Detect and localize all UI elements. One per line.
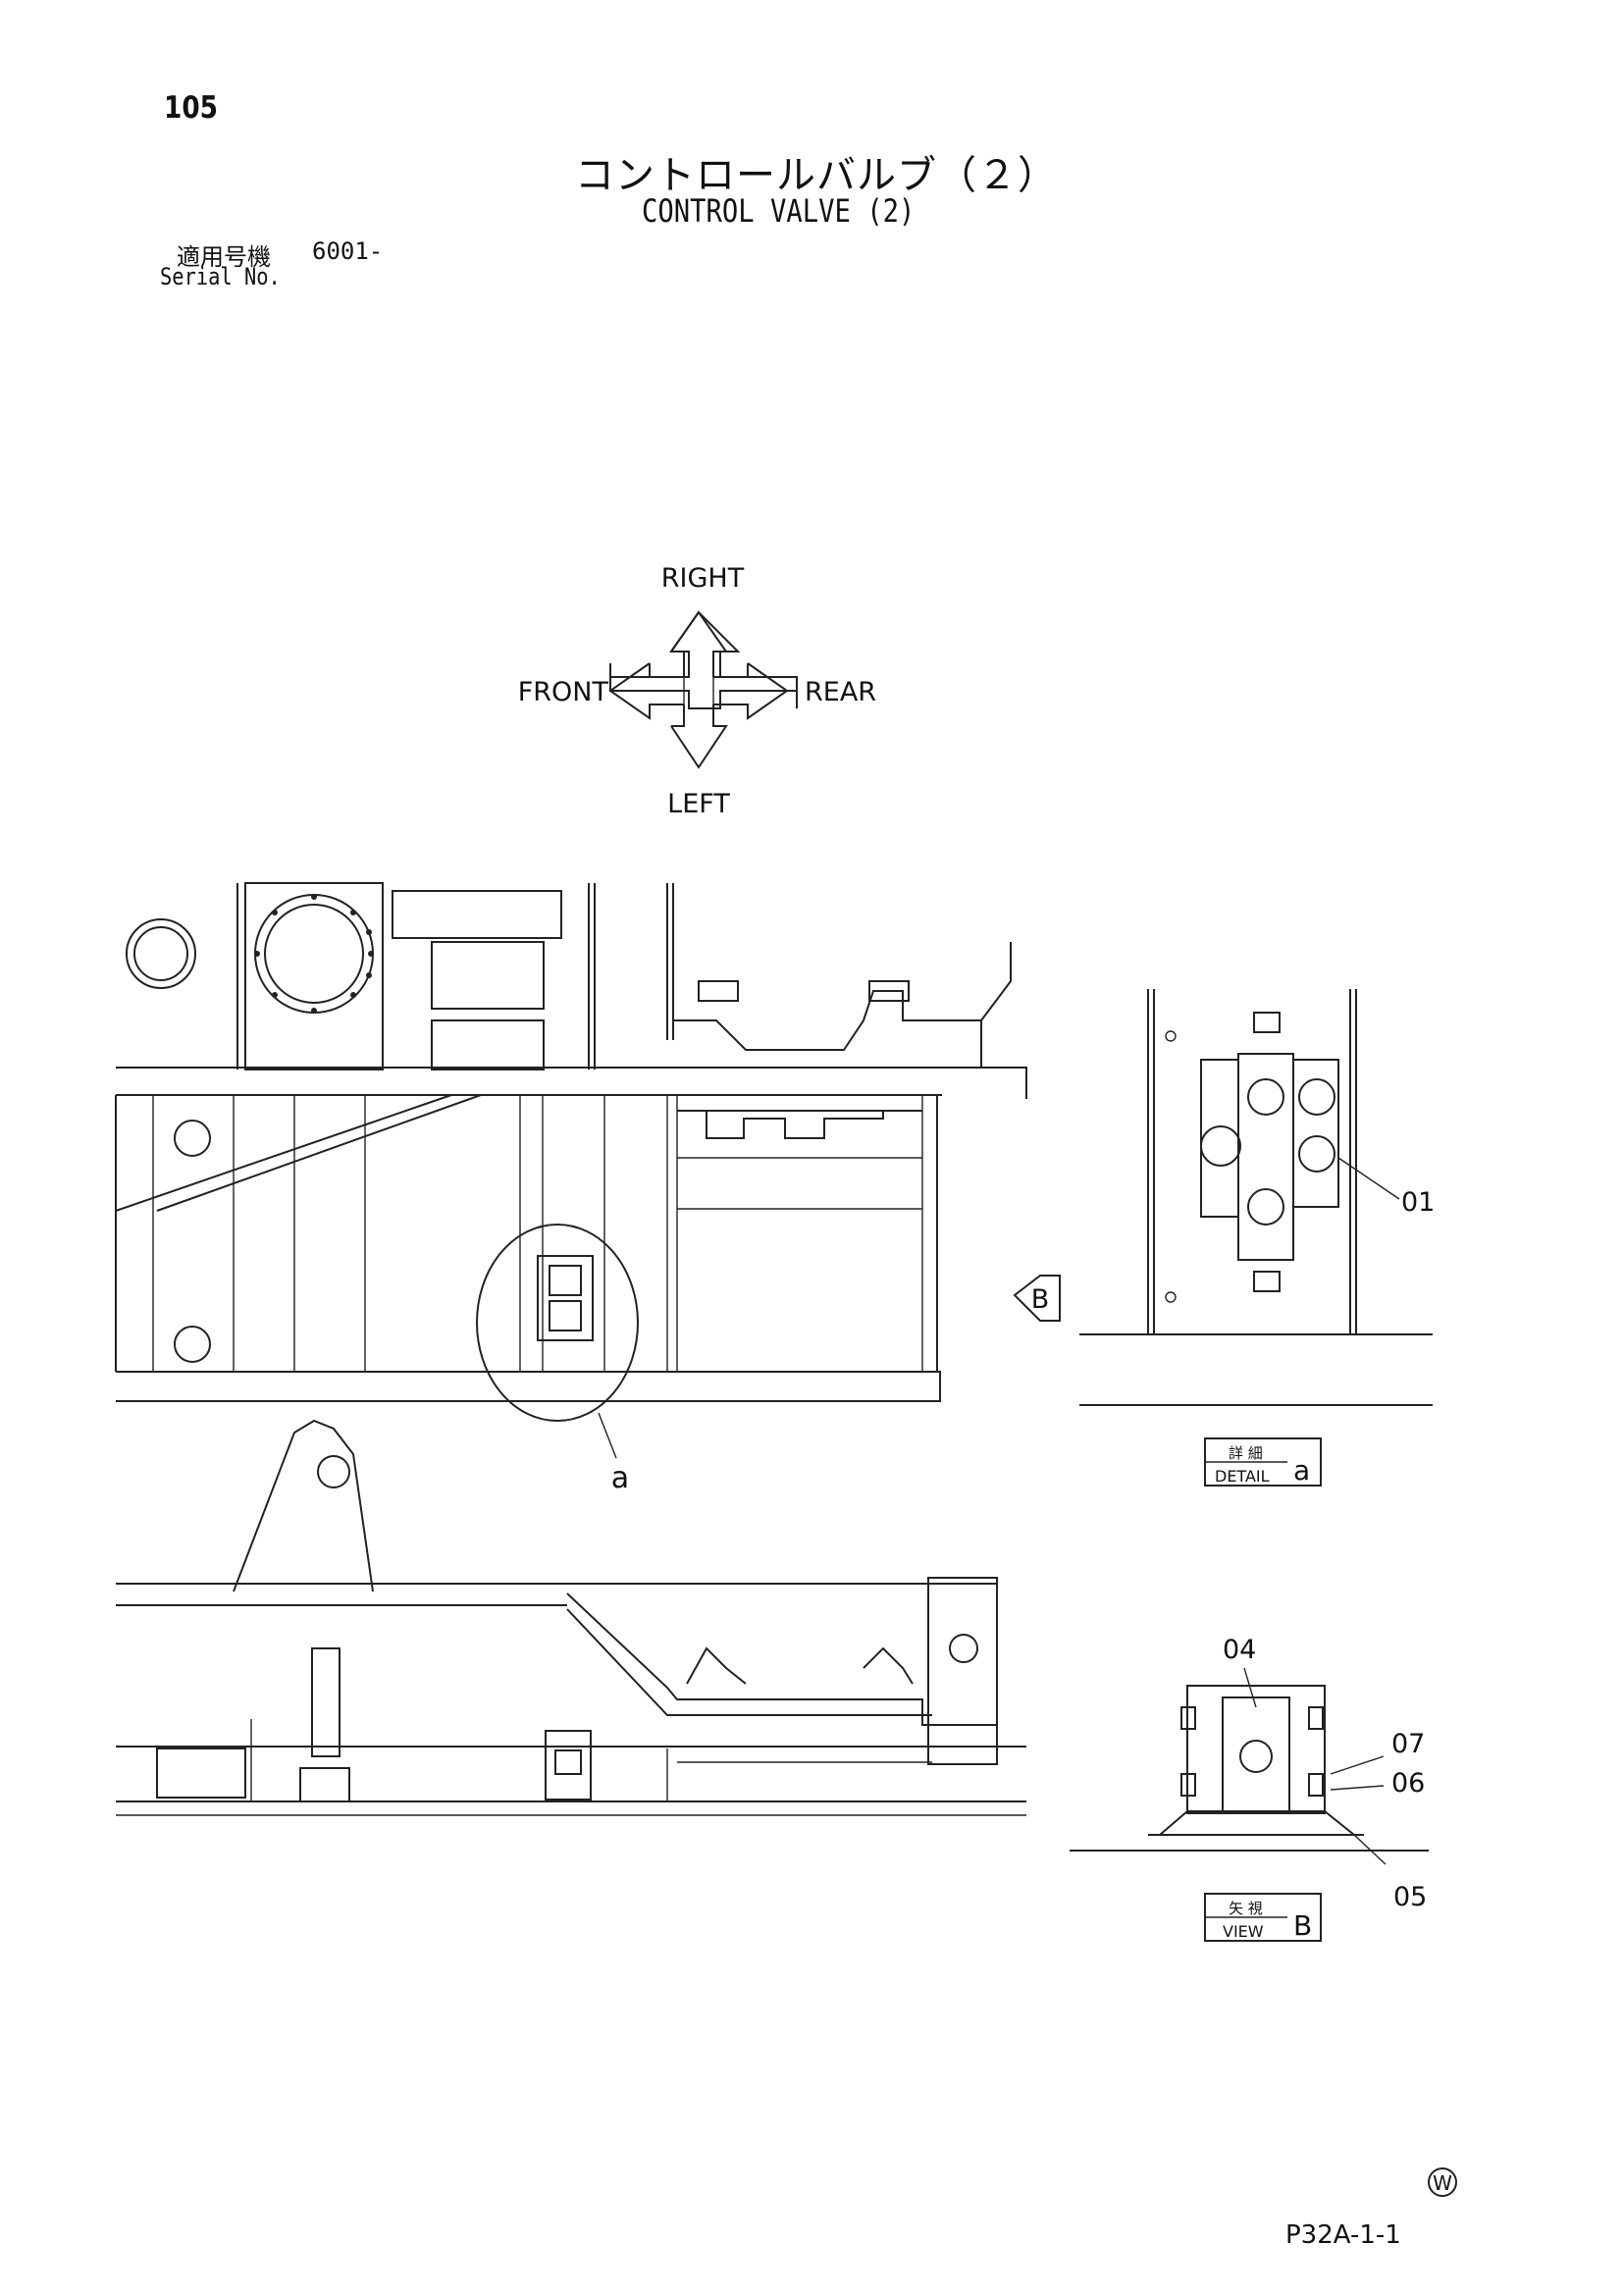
frame-side-view: [116, 1419, 1026, 1816]
detail-a-box: 詳 細 DETAIL a: [1204, 1437, 1322, 1487]
detail-box-ref: a: [1293, 1454, 1310, 1487]
view-b-box: 矢 視 VIEW B: [1204, 1893, 1322, 1942]
view-box-en: VIEW: [1223, 1922, 1264, 1941]
part-01-label: 01: [1401, 1187, 1435, 1218]
page-title-japanese: コントロールバルブ（２）: [575, 153, 1058, 198]
frame-top-view: a B: [115, 882, 1061, 1495]
detail-a-view: 01: [1079, 989, 1435, 1406]
view-box-jp: 矢 視: [1229, 1900, 1263, 1917]
detail-a-circle: [476, 1224, 639, 1422]
compass-right-label: RIGHT: [661, 563, 745, 594]
part-04-label: 04: [1223, 1635, 1256, 1665]
view-box-ref: B: [1293, 1909, 1312, 1942]
footer-mark: W: [1433, 2171, 1452, 2195]
footer: W P32A-1-1: [1285, 2167, 1457, 2250]
compass-front-label: FRONT: [518, 677, 609, 707]
part-06-label: 06: [1391, 1768, 1425, 1799]
serial-label-japanese: 適用号機: [177, 243, 271, 271]
compass-rear-label: REAR: [805, 677, 876, 707]
detail-box-en: DETAIL: [1215, 1467, 1270, 1486]
footer-code: P32A-1-1: [1285, 2220, 1401, 2250]
view-b-view: 04 07 06 05: [1070, 1635, 1429, 1912]
page-number: 105: [164, 90, 219, 126]
serial-label-english: Serial No.: [160, 263, 281, 290]
serial-value: 6001-: [312, 237, 384, 265]
part-07-label: 07: [1391, 1729, 1425, 1759]
view-b-arrow-label: B: [1031, 1284, 1050, 1315]
compass-left-label: LEFT: [667, 789, 730, 819]
page-title-english: CONTROL VALVE (2): [642, 192, 916, 230]
direction-compass: RIGHT LEFT FRONT REAR: [518, 563, 876, 819]
detail-box-jp: 詳 細: [1229, 1444, 1263, 1462]
part-05-label: 05: [1393, 1882, 1427, 1912]
callout-a-label: a: [611, 1461, 629, 1495]
